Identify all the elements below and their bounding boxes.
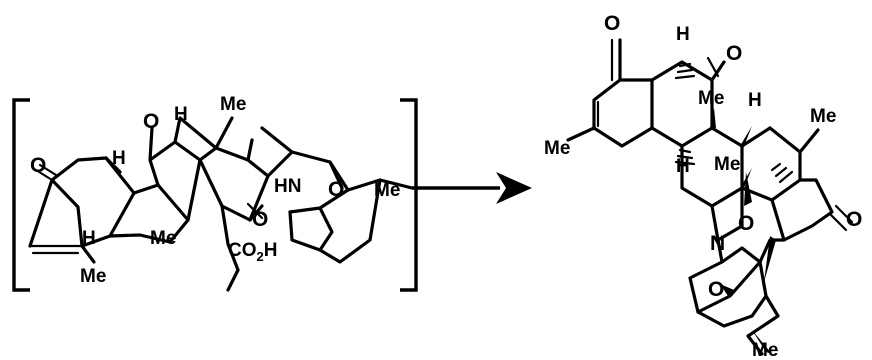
h-lower-left-label: H bbox=[82, 228, 96, 249]
me-top-label: Me bbox=[220, 94, 246, 115]
nitrogen-label: N bbox=[710, 232, 725, 255]
h-ring-top-label: H bbox=[676, 24, 690, 45]
lactone-oxygen-label: O bbox=[846, 208, 862, 231]
right-bracket bbox=[400, 98, 418, 292]
acid-co-text: CO bbox=[228, 240, 257, 261]
bridge-oxygen-label: O bbox=[708, 278, 724, 301]
ketal-oxygen-label: O bbox=[328, 178, 344, 201]
me-bottom-product-label: Me bbox=[752, 340, 778, 360]
ether-oxygen-label: O bbox=[738, 212, 754, 235]
me-left-label: Me bbox=[544, 138, 570, 159]
ketone-oxygen-right-label: O bbox=[726, 42, 742, 65]
left-bracket bbox=[12, 98, 30, 292]
me-mid-label: Me bbox=[150, 228, 176, 249]
reaction-arrow bbox=[412, 172, 532, 204]
me-mid-right-label: Me bbox=[810, 106, 836, 127]
me-bottom-label: Me bbox=[80, 266, 106, 287]
svg-text:CO2H: CO2H bbox=[228, 240, 277, 264]
h-mid-label: H bbox=[748, 90, 762, 111]
me-axial-label: Me bbox=[698, 88, 724, 109]
intermediate-labels: O H O H Me H Me Me HN O Me O CO2H bbox=[30, 94, 400, 287]
amide-oxygen-label: O bbox=[252, 208, 268, 231]
carboxylic-acid-label: CO2H bbox=[228, 240, 277, 264]
product-structure bbox=[566, 38, 854, 356]
enone-oxygen-label: O bbox=[604, 12, 620, 35]
acid-subscript-text: 2 bbox=[257, 249, 264, 264]
h-upper-left-label: H bbox=[112, 148, 126, 169]
hashed-bonds bbox=[674, 62, 794, 184]
acid-h-text: H bbox=[264, 240, 278, 261]
ketone-oxygen-label: O bbox=[30, 154, 46, 177]
h-ring-bottom-label: H bbox=[676, 156, 690, 177]
h-top-label: H bbox=[174, 104, 188, 125]
product-labels: O H O Me H Me Me H Me O O N O Me bbox=[544, 12, 862, 360]
me-center-label: Me bbox=[714, 154, 740, 175]
ketone-mid-oxygen-label: O bbox=[143, 110, 159, 133]
nh-label: HN bbox=[274, 176, 301, 197]
me-right-label: Me bbox=[374, 180, 400, 201]
intermediate-structure bbox=[28, 116, 414, 292]
